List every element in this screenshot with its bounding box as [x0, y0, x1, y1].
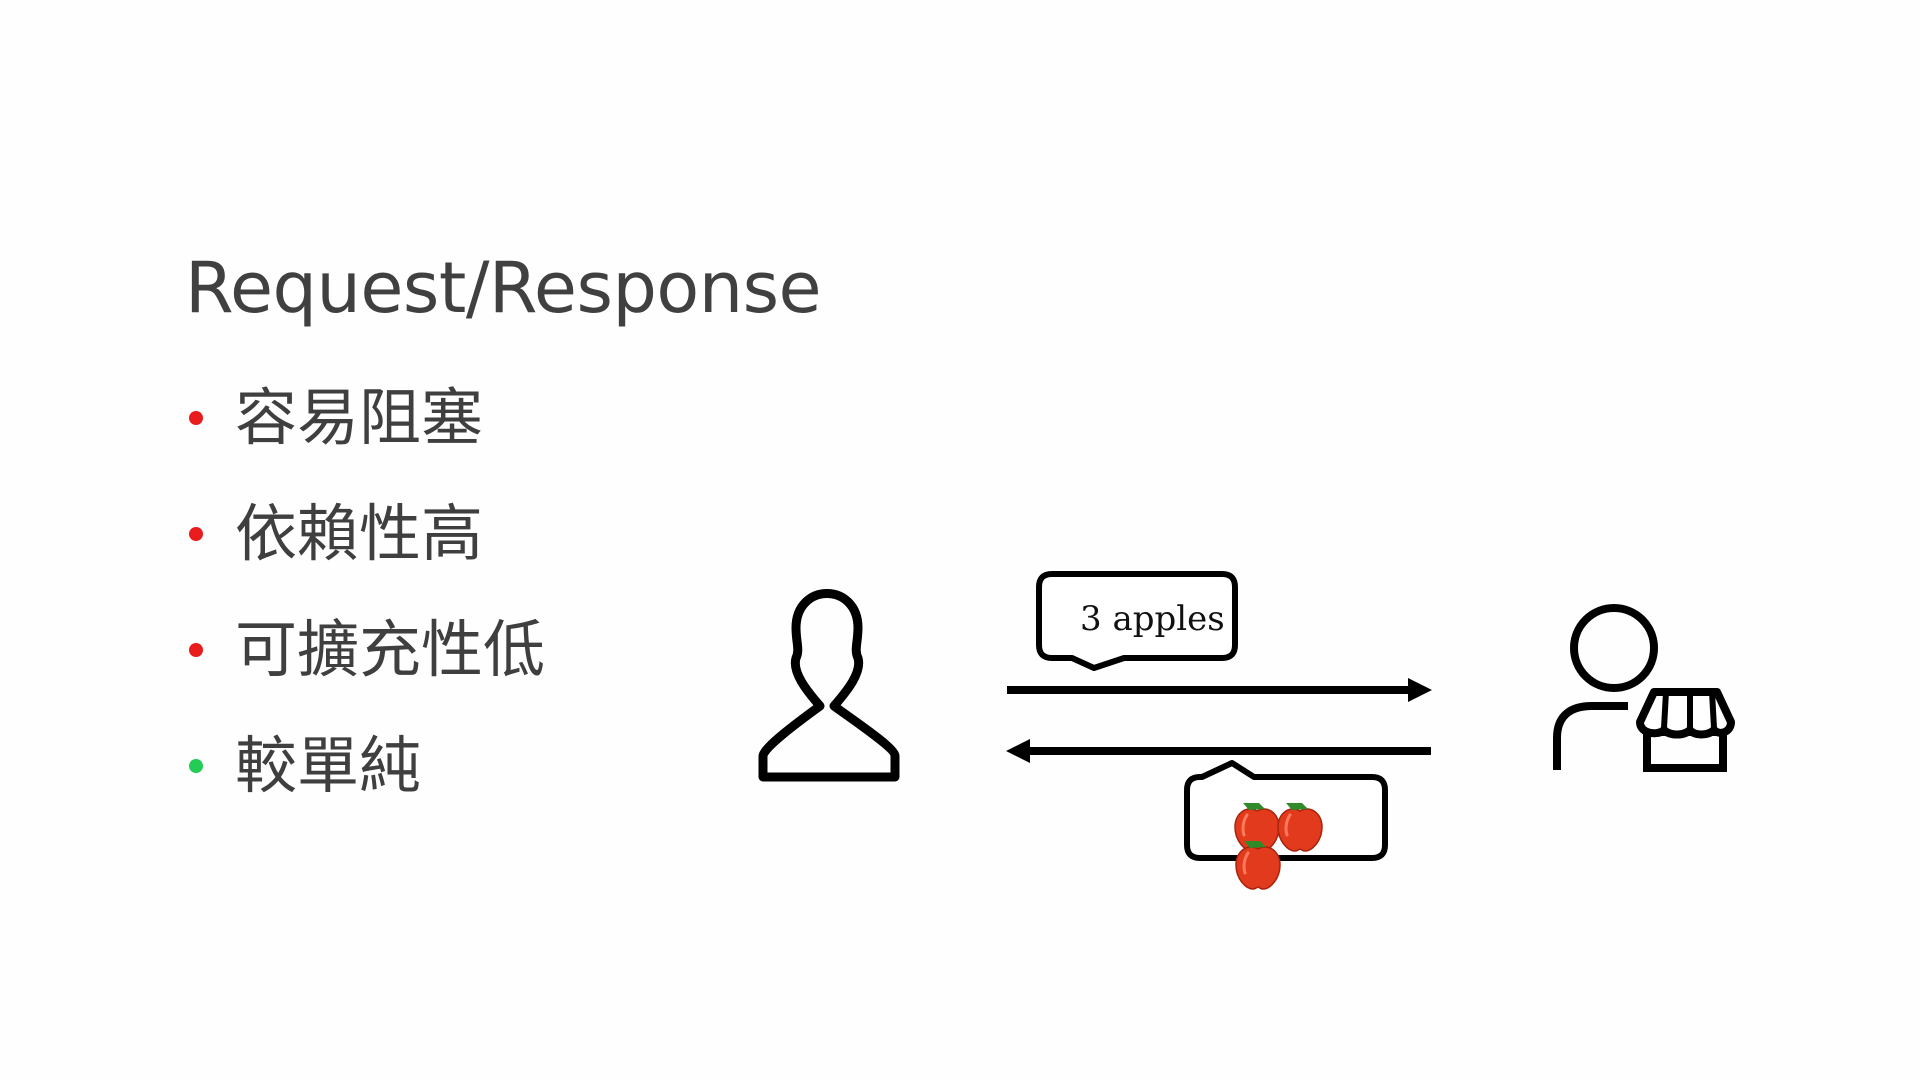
slide-title: Request/Response — [185, 247, 822, 329]
response-speech-bubble — [1184, 760, 1388, 891]
bullet-text: 較單純 — [235, 729, 422, 802]
bullet-dot-icon — [189, 643, 203, 657]
bullet-text: 可擴充性低 — [235, 613, 546, 686]
bullet-item: 依賴性高 — [185, 476, 545, 592]
bullet-item: 較單純 — [185, 708, 545, 824]
request-speech-bubble: 3 apples — [1036, 571, 1238, 671]
response-arrow — [1006, 739, 1431, 763]
person-outline-icon — [758, 589, 900, 782]
shopkeeper-store-icon — [1553, 604, 1735, 772]
bullet-item: 可擴充性低 — [185, 592, 545, 708]
bullet-dot-icon — [189, 411, 203, 425]
bullet-text: 依賴性高 — [235, 497, 484, 570]
bullet-text: 容易阻塞 — [235, 381, 484, 454]
bullet-dot-icon — [189, 527, 203, 541]
bullet-dot-icon — [189, 759, 203, 773]
bullet-item: 容易阻塞 — [185, 360, 545, 476]
bullet-list: 容易阻塞 依賴性高 可擴充性低 較單純 — [185, 360, 545, 824]
request-bubble-label: 3 apples — [1080, 599, 1225, 639]
request-arrow — [1007, 678, 1432, 702]
